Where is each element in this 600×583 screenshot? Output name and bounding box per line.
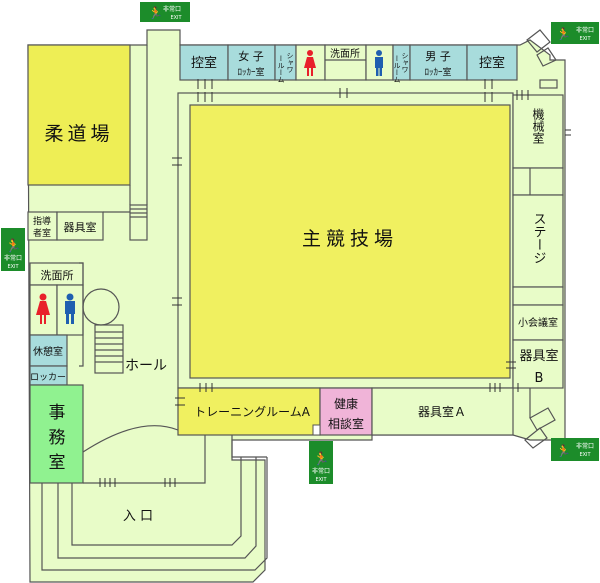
label-women-locker: 女 子 bbox=[238, 49, 264, 63]
label-shower-2: ールーム bbox=[277, 55, 285, 83]
female-icon bbox=[304, 50, 316, 76]
text-label: 非常口 bbox=[576, 26, 594, 34]
room-small-right bbox=[512, 167, 564, 196]
label-shower-men-2: ールーム bbox=[393, 55, 401, 83]
label-washroom-top: 洗面所 bbox=[330, 48, 360, 60]
text-label: 非常口 bbox=[312, 467, 330, 475]
label-stage: ステージ bbox=[531, 212, 546, 264]
label-waiting-right: 控室 bbox=[479, 55, 505, 71]
room-equipment-b[interactable] bbox=[512, 339, 564, 389]
label-locker: ロッカー bbox=[30, 372, 66, 383]
label-health: 健康 bbox=[334, 396, 358, 411]
male-icon bbox=[65, 293, 75, 324]
label-equipment-b: 器具室 bbox=[519, 348, 558, 364]
svg-text:🏃: 🏃 bbox=[556, 444, 571, 458]
room-arena[interactable] bbox=[189, 104, 511, 379]
label-instructor: 指導 bbox=[33, 215, 51, 227]
label-hall: ホール bbox=[125, 358, 167, 374]
label-equipment-a: 器具室Ａ bbox=[418, 404, 466, 419]
label-shower-men: シャワ bbox=[401, 52, 409, 73]
male-icon bbox=[375, 50, 383, 76]
label-instructor-2: 者室 bbox=[33, 227, 51, 239]
room-office[interactable] bbox=[29, 384, 84, 484]
stairs-hall bbox=[79, 262, 179, 453]
label-judo: 柔道場 bbox=[44, 123, 113, 145]
female-icon bbox=[36, 293, 50, 324]
text-label: EXIT bbox=[170, 15, 182, 21]
label-equipment-b-2: B bbox=[535, 371, 544, 386]
top-rooms: 控室 女 子 ﾛｯｶｰ室 シャワ ールーム 洗面所 シャワ ールーム 男 子 ﾛ… bbox=[179, 44, 518, 83]
exit-sign-top: 🏃 非常口 EXIT bbox=[140, 2, 190, 22]
exit-sign-bottom: 🏃 非常口 EXIT bbox=[309, 441, 333, 484]
text-label: 非常口 bbox=[4, 254, 22, 262]
svg-text:🏃: 🏃 bbox=[556, 27, 571, 41]
room-rest[interactable] bbox=[29, 334, 68, 367]
label-men-locker-2: ﾛｯｶｰ室 bbox=[424, 66, 451, 78]
label-men-locker: 男 子 bbox=[425, 50, 451, 63]
text-label: 非常口 bbox=[576, 442, 594, 450]
label-office-2: 務 bbox=[49, 428, 66, 448]
room-instructor[interactable] bbox=[27, 211, 58, 241]
stairs-top-right bbox=[526, 29, 558, 89]
label-women-locker-2: ﾛｯｶｰ室 bbox=[237, 66, 264, 78]
room-waiting-right[interactable] bbox=[466, 44, 518, 81]
label-office-3: 室 bbox=[49, 453, 66, 473]
room-small-meeting[interactable] bbox=[512, 304, 564, 341]
text-label: 非常口 bbox=[163, 5, 181, 13]
label-machine: 機械室 bbox=[531, 107, 545, 144]
room-storage-stage bbox=[512, 286, 564, 306]
label-shower: シャワ bbox=[286, 52, 294, 73]
stairs-judo bbox=[103, 45, 148, 241]
label-waiting-left: 控室 bbox=[191, 55, 217, 71]
label-small-meeting: 小会議室 bbox=[518, 316, 558, 329]
text-label: EXIT bbox=[7, 264, 19, 270]
label-arena: 主競技場 bbox=[302, 228, 398, 250]
text-label: EXIT bbox=[315, 477, 327, 483]
svg-text:🏃: 🏃 bbox=[5, 238, 21, 254]
room-machine[interactable] bbox=[512, 94, 564, 169]
text-label: EXIT bbox=[579, 36, 591, 42]
label-entrance: 入 口 bbox=[123, 509, 153, 524]
door-marks bbox=[99, 79, 571, 487]
exit-sign-left: 🏃 非常口 EXIT bbox=[1, 228, 25, 271]
text-label: EXIT bbox=[579, 452, 591, 458]
room-men-locker[interactable] bbox=[409, 44, 468, 81]
stairs-bottom-right bbox=[524, 388, 556, 449]
room-washroom-top[interactable] bbox=[324, 44, 367, 81]
room-training-a[interactable] bbox=[177, 387, 321, 436]
room-equipment-left[interactable] bbox=[56, 211, 104, 241]
label-health-2: 相談室 bbox=[328, 416, 364, 431]
label-office: 事 bbox=[49, 403, 66, 423]
exit-sign-bottom-right: 🏃 非常口 EXIT bbox=[551, 438, 599, 461]
label-equipment-left: 器具室 bbox=[64, 220, 97, 234]
exit-sign-top-right: 🏃 非常口 EXIT bbox=[551, 22, 599, 44]
label-rest: 休憩室 bbox=[33, 345, 63, 358]
room-stage[interactable] bbox=[512, 194, 564, 288]
entrance-steps bbox=[41, 435, 268, 571]
room-judo[interactable] bbox=[27, 44, 131, 186]
label-training-a: トレーニングルームA bbox=[194, 405, 311, 419]
svg-text:🏃: 🏃 bbox=[313, 451, 329, 467]
svg-text:🏃: 🏃 bbox=[148, 6, 163, 20]
label-washroom-left: 洗面所 bbox=[41, 269, 74, 282]
room-equipment-a[interactable] bbox=[371, 387, 514, 436]
